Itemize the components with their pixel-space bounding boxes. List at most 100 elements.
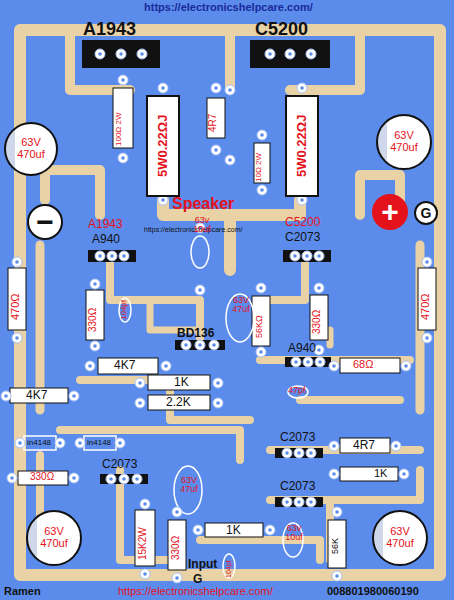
solder-pad (132, 474, 142, 484)
solder-pad (329, 361, 339, 371)
solder-pad (181, 340, 191, 350)
component-label: C5200 (255, 20, 308, 39)
pad-hole (317, 286, 321, 290)
pad-hole (228, 158, 232, 162)
solder-pad (211, 83, 221, 93)
solder-pad (106, 474, 116, 484)
solder-pad (213, 378, 223, 388)
component-label: C2073 (102, 458, 137, 471)
pad-hole (109, 477, 113, 481)
solder-pad (158, 83, 168, 93)
component-label: C2073 (285, 231, 320, 244)
solder-pad (118, 75, 128, 85)
pad-hole (118, 441, 122, 445)
solder-pad (303, 357, 313, 367)
pad-hole (143, 502, 147, 506)
solder-pad (265, 49, 275, 59)
pad-hole (309, 52, 313, 56)
solder-pad (15, 438, 25, 448)
pad-hole (88, 364, 92, 368)
pad-hole (214, 148, 218, 152)
pad-hole (196, 528, 200, 532)
node-text: G (421, 206, 432, 221)
component-label: 10Ω 2W (255, 153, 263, 182)
solder-pad (297, 83, 307, 93)
solder-pad (282, 497, 292, 507)
node-text: 5W0.22ΩJ (156, 115, 170, 177)
component-label: A1943 (83, 20, 136, 39)
component-label: 4R7 (353, 439, 375, 452)
component-label: 104pf (120, 300, 128, 320)
small-capacitors (24, 236, 308, 578)
pad-hole (175, 510, 179, 514)
solder-pad (135, 398, 145, 408)
component-label: 330Ω (30, 472, 54, 483)
pad-hole (119, 52, 123, 56)
pad-hole (93, 282, 97, 286)
node-text: − (36, 206, 54, 238)
pad-hole (309, 451, 313, 455)
pad-hole (72, 394, 76, 398)
solder-pad (1, 391, 11, 401)
solder-pad (140, 569, 150, 579)
solder-pad (137, 49, 147, 59)
solder-pad (193, 525, 203, 535)
ground-terminal: G (414, 201, 438, 225)
pad-hole (260, 133, 264, 137)
plus-terminal: + (372, 194, 408, 230)
pad-hole (300, 86, 304, 90)
minus-terminal: − (27, 204, 63, 240)
pad-hole (110, 254, 114, 258)
pad-hole (58, 441, 62, 445)
resistor-bodies (8, 88, 436, 570)
pad-hole (300, 198, 304, 202)
pad-hole (318, 360, 322, 364)
solder-pad (257, 130, 267, 140)
pad-hole (212, 343, 216, 347)
electrolytic-capacitor: 63V 470uf (26, 510, 82, 566)
electrolytic-capacitor: 63V 470uf (372, 510, 428, 566)
solder-pad (90, 279, 100, 289)
solder-pad (256, 347, 266, 357)
pad-hole (294, 360, 298, 364)
pad-hole (93, 344, 97, 348)
pad-hole (140, 52, 144, 56)
component-label: 4K7 (114, 359, 135, 372)
pad-hole (78, 441, 82, 445)
pad-hole (335, 574, 339, 578)
pad-hole (138, 401, 142, 405)
solder-pad (329, 441, 339, 451)
solder-pad (315, 357, 325, 367)
solder-pad (294, 448, 304, 458)
solder-pad (116, 49, 126, 59)
solder-pad (256, 283, 266, 293)
pad-hole (98, 254, 102, 258)
component-label: G (193, 573, 202, 586)
pad-hole (184, 343, 188, 347)
pad-hole (404, 364, 408, 368)
solder-pad (285, 49, 295, 59)
solder-pad (314, 283, 324, 293)
component-label: 63v 10uf (284, 524, 304, 543)
pad-hole (216, 381, 220, 385)
pad-hole (122, 477, 126, 481)
solder-pad (314, 251, 324, 261)
solder-pad (332, 571, 342, 581)
component-label: in4148 (27, 439, 51, 447)
pad-hole (394, 444, 398, 448)
component-label: C2073 (280, 480, 315, 493)
component-label: 1K (226, 524, 241, 537)
component-label: 47pf (288, 386, 306, 395)
solder-pad (69, 473, 79, 483)
pad-hole (305, 254, 309, 258)
solder-pad (85, 361, 95, 371)
pad-hole (122, 254, 126, 258)
component-label: 56K (331, 538, 340, 554)
pad-hole (161, 86, 165, 90)
solder-pad (306, 448, 316, 458)
solder-pad (422, 333, 432, 343)
node-text: 63V 470uf (35, 526, 73, 549)
pad-hole (297, 500, 301, 504)
